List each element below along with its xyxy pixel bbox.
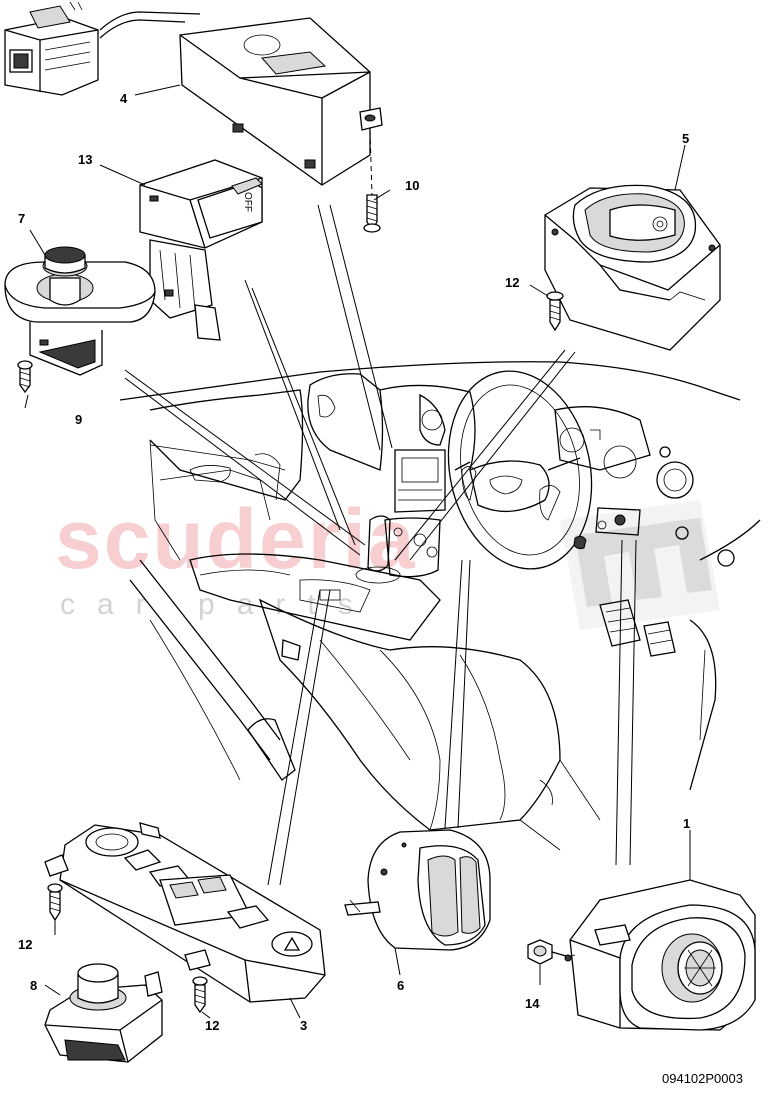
callout-4: 4 [120, 91, 128, 106]
part-13-off-switch: OFF [139, 159, 263, 341]
part-4-control-module [4, 1, 383, 186]
part-6-dual-switch [344, 829, 491, 951]
callout-labels: 1 3 4 5 6 7 8 9 10 12 12 12 13 14 [18, 91, 690, 1033]
part-12-screw-left [47, 883, 63, 922]
part-8-push-switch [44, 963, 163, 1063]
part-12-screw-upper [546, 291, 564, 332]
callout-6: 6 [397, 978, 404, 993]
callout-3: 3 [300, 1018, 307, 1033]
watermark-brand: scuderia [55, 492, 417, 586]
callout-12-right: 12 [205, 1018, 219, 1033]
callout-8: 8 [30, 978, 37, 993]
callout-12-left: 12 [18, 937, 32, 952]
watermark-sub: car parts [60, 588, 375, 621]
leader-lines [24, 84, 691, 1019]
off-label: OFF [242, 192, 253, 212]
callout-14: 14 [525, 996, 540, 1011]
drawing-code: 094102P0003 [662, 1071, 743, 1086]
part-1-light-switch [564, 879, 756, 1031]
callout-5: 5 [682, 131, 689, 146]
car-interior [119, 361, 761, 851]
part-10-screw [363, 129, 381, 233]
part-9-screw [17, 360, 33, 394]
callout-12-upper: 12 [505, 275, 519, 290]
callout-9: 9 [75, 412, 82, 427]
callout-10: 10 [405, 178, 419, 193]
callout-13: 13 [78, 152, 92, 167]
part-14-nut [527, 939, 567, 965]
part-3-window-switch-panel [44, 822, 326, 1003]
checkered-flag-icon [560, 500, 720, 630]
callout-7: 7 [18, 211, 25, 226]
part-5-parking-brake-switch [544, 184, 721, 351]
callout-1: 1 [683, 816, 690, 831]
part-7-knob-switch [4, 246, 156, 376]
part-12-screw-right [192, 976, 208, 1014]
